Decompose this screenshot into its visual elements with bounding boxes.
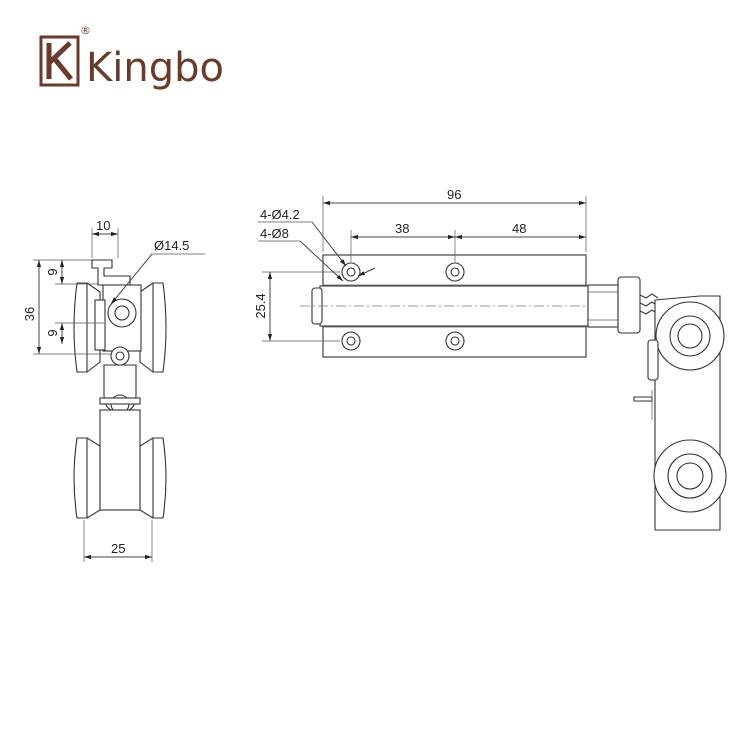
dim-hole-spacing-left: 38 <box>395 221 409 236</box>
dim-spacing-bottom: 9 <box>45 329 60 336</box>
registered-mark: ® <box>80 24 91 37</box>
brand-logo: Kingbo ® <box>39 24 224 91</box>
dim-height: 36 <box>22 307 37 321</box>
dim-hole-spacing-right: 48 <box>512 221 526 236</box>
logo-k-mark-icon <box>39 35 80 87</box>
dim-top-width: 10 <box>96 218 110 233</box>
brand-name: Kingbo <box>86 45 224 91</box>
dim-overall-length: 96 <box>447 187 461 202</box>
dim-front-height: 25.4 <box>253 293 268 318</box>
callout-counterbore: 4-Ø8 <box>260 226 289 241</box>
dim-diameter: Ø14.5 <box>154 238 189 253</box>
mounting-holes <box>341 262 465 351</box>
callout-small-holes: 4-Ø4.2 <box>260 207 300 222</box>
front-view: 96 38 48 4-Ø4.2 4-Ø8 25.4 <box>253 187 727 531</box>
dim-bottom-width: 25 <box>111 541 125 556</box>
dim-spacing-top: 9 <box>45 268 60 275</box>
side-view: 10 Ø14.5 36 9 9 25 <box>22 218 205 562</box>
